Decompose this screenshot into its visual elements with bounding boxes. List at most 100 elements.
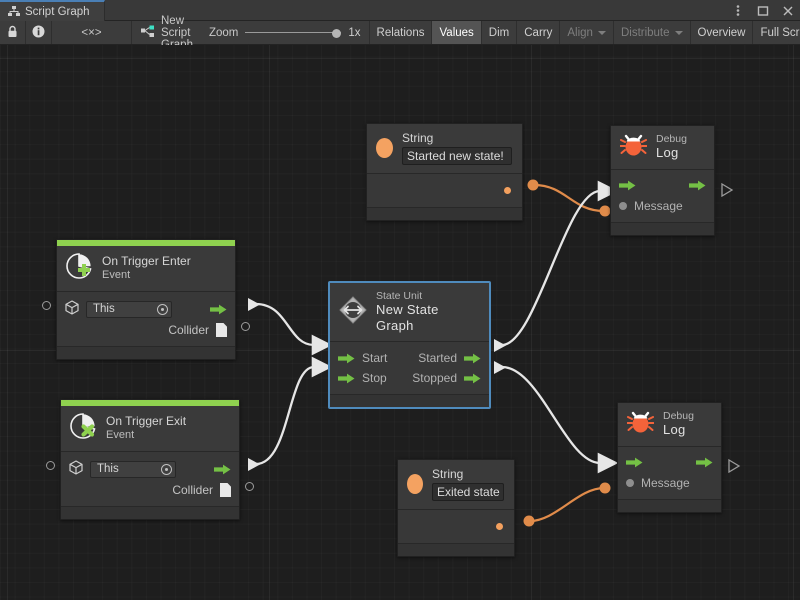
input-port-target-enter[interactable] (42, 301, 51, 310)
wire-endpoint-dot (523, 515, 535, 527)
lock-button[interactable] (0, 21, 26, 44)
node-body: This Collider (61, 451, 239, 506)
collider-label: Collider (168, 323, 209, 337)
output-port-trigger[interactable] (210, 304, 227, 315)
state-unit-icon (339, 296, 367, 327)
wire-endpoint-dot (599, 482, 611, 494)
node-subtitle: Event (106, 428, 135, 441)
node-string-top[interactable]: String Started new state! (366, 123, 523, 222)
tab-script-graph[interactable]: Script Graph (0, 0, 105, 21)
zoom-slider[interactable] (245, 26, 342, 40)
chevron-down-icon (597, 30, 606, 35)
tab-label: Script Graph (25, 5, 90, 18)
input-port-stop[interactable] (338, 373, 355, 384)
chevron-down-icon (674, 30, 683, 35)
wire-string-to-log-bottom (529, 486, 605, 523)
graph-name-display[interactable]: New Script Graph (132, 15, 201, 51)
target-object-field[interactable]: This (86, 300, 172, 318)
wire-start-arrow (494, 339, 506, 352)
node-header: String Started new state! (367, 124, 522, 174)
input-port-message[interactable] (626, 478, 634, 487)
node-on-trigger-exit[interactable]: On Trigger Exit Event This (60, 399, 240, 520)
wire-endpoint-dot (527, 179, 539, 191)
node-titles: Debug Log (656, 133, 687, 161)
toolbar-button-values[interactable]: Values (431, 21, 481, 44)
node-title: On Trigger Exit (106, 414, 187, 429)
graph-node-icon (140, 25, 155, 41)
output-port-value[interactable] (496, 523, 503, 531)
output-port-collider-enter[interactable] (241, 322, 250, 331)
close-icon[interactable] (781, 4, 794, 17)
node-category: State Unit (376, 290, 423, 302)
stopped-label: Stopped (412, 371, 457, 386)
distribute-label: Distribute (620, 26, 670, 39)
toolbar-button-overview[interactable]: Overview (689, 21, 753, 44)
wire-string-to-log-top (533, 183, 605, 213)
output-port-stub-top[interactable] (721, 182, 734, 200)
kebab-menu-icon[interactable] (731, 4, 744, 17)
object-picker-icon[interactable] (157, 303, 168, 315)
node-titles: State Unit New State Graph (376, 290, 479, 333)
node-footer (57, 346, 235, 359)
input-port-target-exit[interactable] (46, 461, 55, 470)
event-enter-icon (66, 253, 93, 283)
node-title: String (402, 131, 434, 145)
node-on-trigger-enter[interactable]: On Trigger Enter Event This (56, 239, 236, 360)
node-string-bottom[interactable]: String Exited state (397, 459, 515, 558)
collider-doc-icon[interactable] (220, 483, 231, 497)
output-port-exit[interactable] (696, 457, 713, 468)
output-port-exit[interactable] (689, 180, 706, 191)
toolbar-button-relations[interactable]: Relations (368, 21, 432, 44)
string-value-input[interactable]: Started new state! (402, 147, 512, 166)
info-button[interactable] (26, 21, 52, 44)
wire-enter-to-state-start (255, 302, 333, 356)
target-object-field[interactable]: This (90, 460, 176, 478)
input-port-enter[interactable] (626, 457, 643, 468)
node-footer (61, 506, 239, 519)
collider-doc-icon[interactable] (216, 323, 227, 337)
toolbar-button-fullscreen[interactable]: Full Scr (752, 21, 800, 44)
maximize-icon[interactable] (756, 4, 769, 17)
graph-canvas[interactable]: String Started new state! (0, 45, 800, 600)
toolbar-button-carry[interactable]: Carry (516, 21, 559, 44)
toolbar-button-dim[interactable]: Dim (480, 21, 516, 44)
node-body (367, 173, 522, 208)
node-titles: String Exited state (432, 467, 504, 502)
zoom-slider-handle[interactable] (332, 28, 342, 38)
code-view-button[interactable]: <×> (52, 21, 132, 44)
output-port-trigger[interactable] (214, 464, 231, 475)
node-titles: String Started new state! (402, 131, 512, 166)
output-port-started[interactable] (464, 353, 481, 364)
toolbar-button-align[interactable]: Align (559, 21, 613, 44)
input-port-enter[interactable] (619, 180, 636, 191)
node-state-unit[interactable]: State Unit New State Graph Start Started (329, 282, 490, 409)
node-footer (330, 394, 489, 408)
node-footer (611, 221, 714, 235)
output-port-stub-bottom[interactable] (728, 458, 741, 476)
stop-label: Stop (362, 371, 387, 386)
started-label: Started (418, 351, 457, 366)
object-picker-icon[interactable] (161, 463, 172, 475)
window-tab-bar: Script Graph (0, 0, 800, 21)
node-subtitle: Event (102, 268, 131, 281)
node-category: Debug (663, 410, 694, 422)
node-title: On Trigger Enter (102, 254, 191, 269)
toolbar-right-group: Relations Values Dim Carry Align Distrib… (368, 21, 800, 44)
input-port-start[interactable] (338, 353, 355, 364)
output-port-stopped[interactable] (464, 373, 481, 384)
output-port-value[interactable] (504, 187, 511, 195)
node-debug-log-top[interactable]: Debug Log Message (610, 125, 715, 236)
zoom-control[interactable]: Zoom 1x (201, 21, 369, 44)
output-port-collider-exit[interactable] (245, 482, 254, 491)
node-debug-log-bottom[interactable]: Debug Log Message (617, 402, 722, 513)
row-collider-output: Collider (61, 480, 239, 500)
node-title: New State Graph (376, 302, 439, 333)
info-icon (32, 25, 45, 41)
toolbar-button-distribute[interactable]: Distribute (612, 21, 690, 44)
row-control-ports (618, 453, 721, 473)
string-value-input[interactable]: Exited state (432, 483, 504, 502)
zoom-label: Zoom (208, 26, 239, 39)
node-titles: Debug Log (663, 410, 694, 438)
message-label: Message (641, 475, 690, 490)
input-port-message[interactable] (619, 201, 627, 210)
